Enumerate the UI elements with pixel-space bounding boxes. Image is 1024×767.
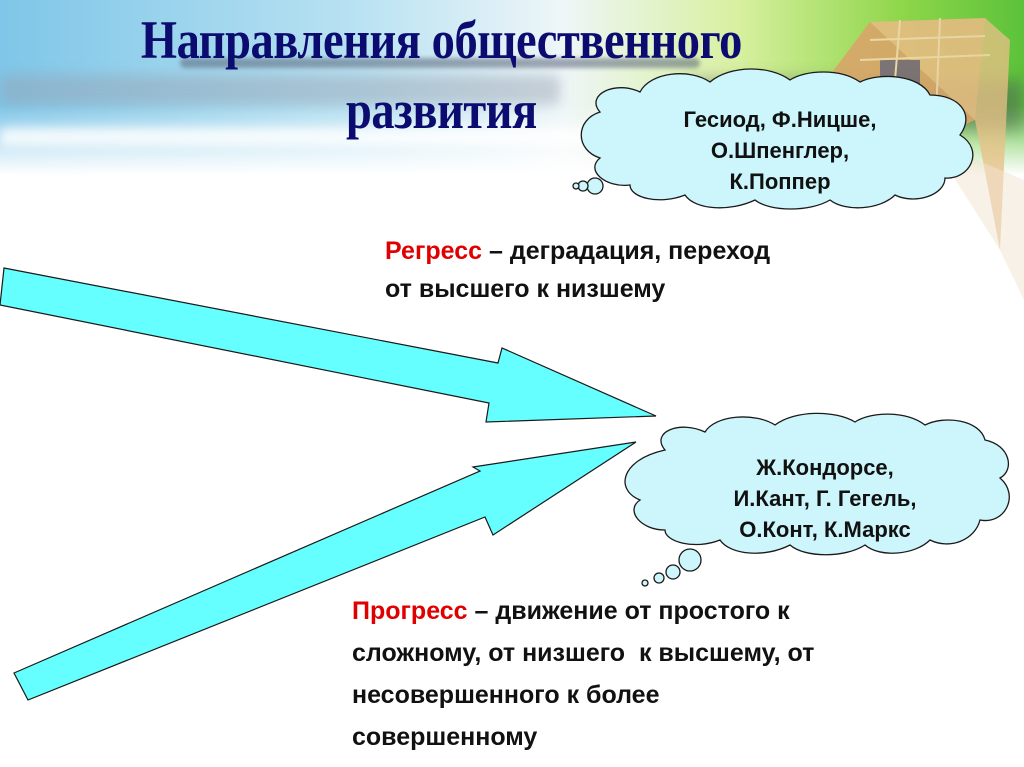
regress-definition-text: от высшего к низшему: [385, 275, 666, 303]
thought-cloud-progress: [624, 412, 1010, 587]
page-title: Направления общественного развития: [63, 2, 820, 148]
thought-cloud-regress: [572, 68, 974, 210]
progress-thinkers-line: Ж.Кондорсе,: [756, 455, 894, 480]
progress-definition-text: совершенному: [352, 723, 538, 751]
progress-thinkers-line: О.Конт, К.Маркс: [739, 517, 911, 542]
title-line-2: развития: [345, 80, 537, 140]
progress-definition: Прогресс – движение от простого к сложно…: [352, 590, 814, 758]
progress-definition-text: сложному, от низшего к высшему, от: [352, 639, 815, 667]
regress-thinkers-line: О.Шпенглер,: [710, 138, 850, 163]
regress-definition: Регресс – деградация, переход от высшего…: [385, 232, 770, 308]
regress-thinkers: Гесиод, Ф.Ницше, О.Шпенглер, К.Поппер: [630, 104, 930, 197]
progress-thinkers-line: И.Кант, Г. Гегель,: [733, 486, 917, 511]
regress-thinkers-line: К.Поппер: [729, 169, 831, 194]
regress-thinkers-line: Гесиод, Ф.Ницше,: [683, 107, 877, 132]
regress-arrow-icon: [0, 267, 657, 423]
background-streak: [0, 75, 560, 105]
regress-definition-text: – деградация, переход: [482, 237, 771, 265]
title-line-1: Направления общественного: [140, 10, 742, 70]
progress-definition-text: несовершенного к более: [352, 681, 660, 709]
background-streak: [0, 128, 600, 146]
progress-arrow-icon: [13, 441, 637, 701]
regress-term: Регресс: [385, 237, 483, 265]
progress-thinkers: Ж.Кондорсе, И.Кант, Г. Гегель, О.Конт, К…: [665, 452, 985, 545]
background-streak: [180, 58, 700, 68]
progress-term: Прогресс: [352, 597, 468, 625]
progress-definition-text: – движение от простого к: [467, 597, 790, 625]
